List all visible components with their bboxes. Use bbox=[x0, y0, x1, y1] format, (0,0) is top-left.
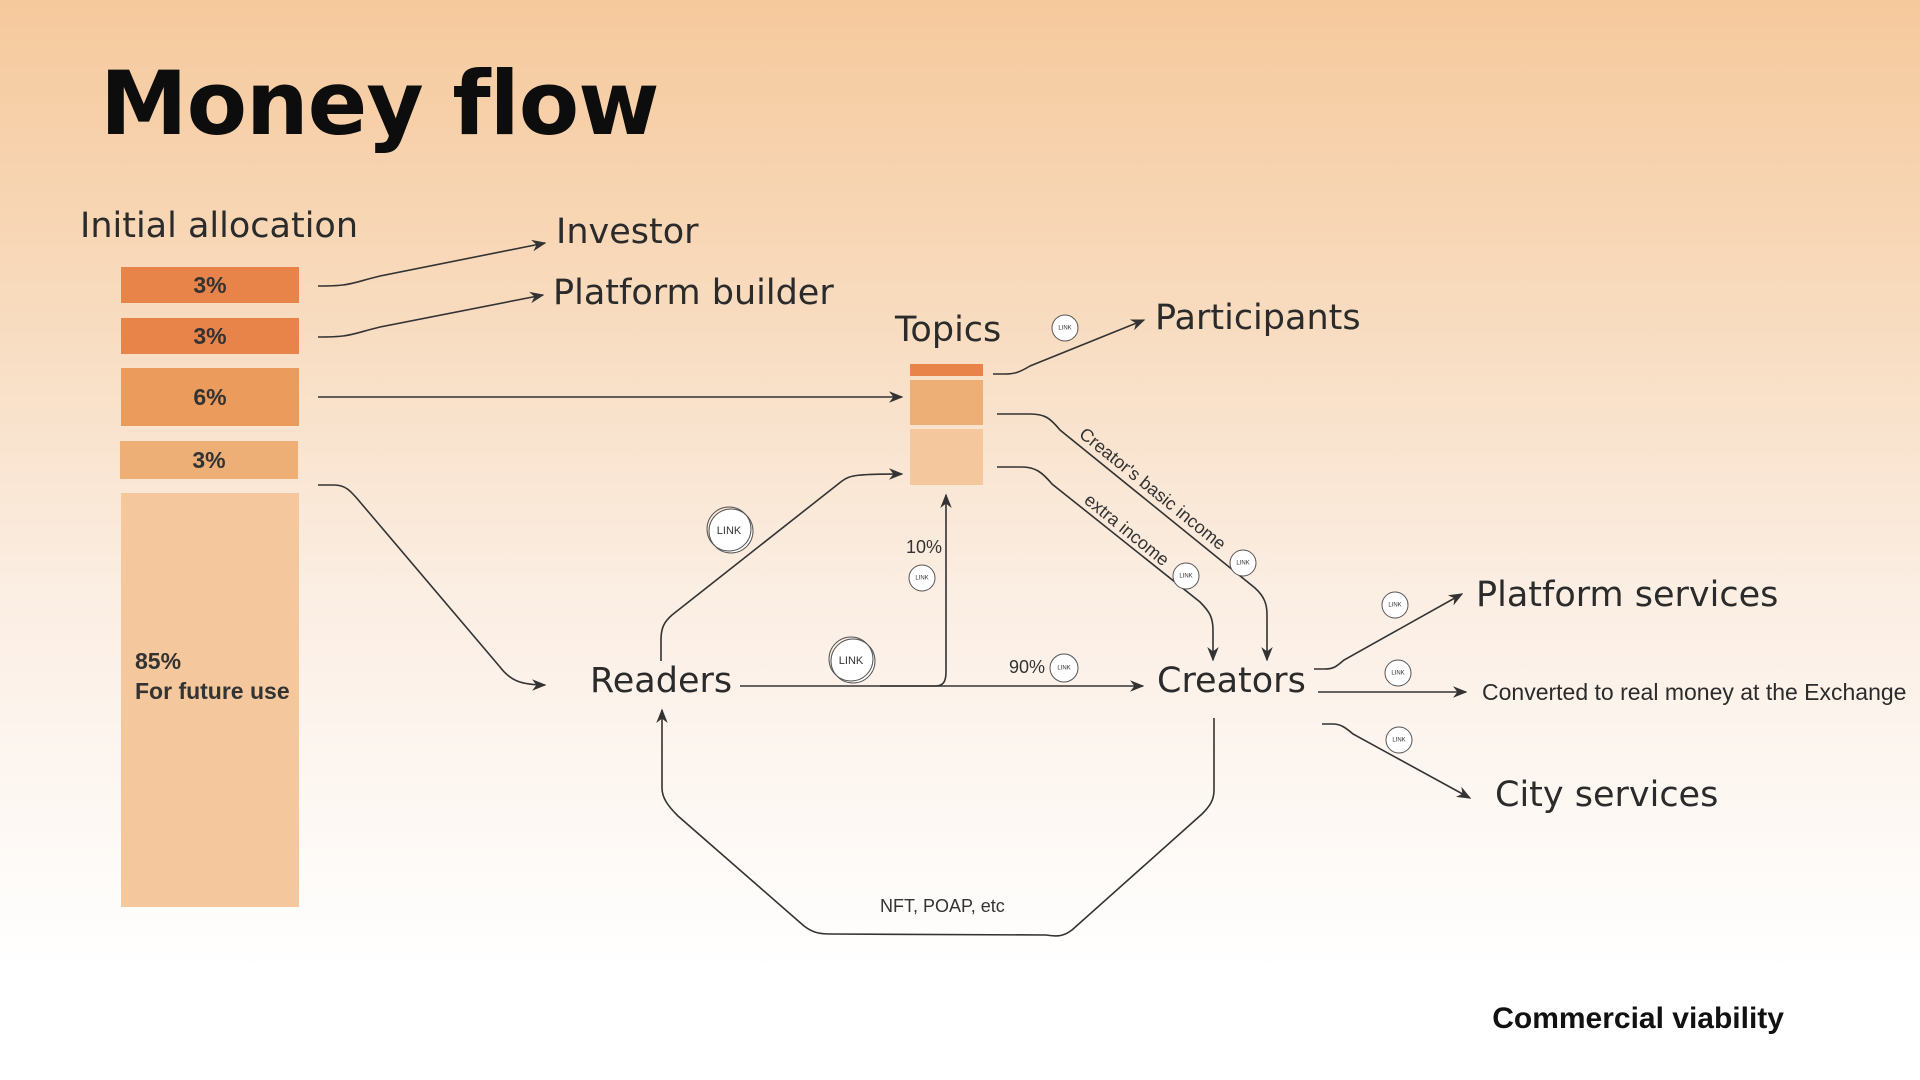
link-token-icon bbox=[1384, 659, 1412, 687]
allocation-bar-label: 6% bbox=[193, 383, 227, 410]
arrow-basic-income bbox=[997, 413, 1273, 662]
allocation-bar-label: 3% bbox=[193, 271, 227, 298]
node-platform-services: Platform services bbox=[1476, 575, 1779, 615]
link-token-label: LINK bbox=[1058, 326, 1071, 332]
link-token-label: LINK bbox=[839, 655, 864, 667]
flow-label-basic-income: Creator's basic income bbox=[1075, 424, 1229, 554]
allocation-bar-investor: 3% bbox=[121, 267, 299, 303]
arrow-to-city-services bbox=[1322, 723, 1472, 799]
topics-stack-middle bbox=[910, 380, 983, 425]
link-token-label: LINK bbox=[1057, 666, 1070, 672]
link-token-label: LINK bbox=[717, 525, 742, 537]
topics-stack-top bbox=[910, 364, 983, 376]
allocation-bar-label: 3% bbox=[193, 322, 227, 349]
allocation-bar-sublabel: For future use bbox=[135, 678, 290, 704]
link-token-label: LINK bbox=[1388, 603, 1401, 609]
link-token-icon bbox=[1385, 726, 1413, 754]
arrow-to-platform-builder bbox=[317, 291, 545, 338]
arrow-ten-percent bbox=[880, 493, 952, 687]
node-platform-builder: Platform builder bbox=[553, 273, 834, 313]
link-token-icon bbox=[1049, 653, 1079, 683]
link-token-icon bbox=[828, 636, 876, 684]
link-token-label: LINK bbox=[915, 576, 928, 582]
link-token-label: LINK bbox=[1391, 671, 1404, 677]
flow-label-ten-percent: 10% bbox=[906, 537, 942, 557]
node-creators: Creators bbox=[1157, 661, 1306, 701]
node-topics: Topics bbox=[895, 310, 1002, 350]
arrow-extra-income bbox=[997, 466, 1219, 662]
flow-label-ninety-percent: 90% bbox=[1009, 657, 1045, 677]
arrow-nft-to-readers bbox=[656, 708, 1215, 937]
allocation-bar-topics: 6% bbox=[121, 368, 299, 426]
footer-label: Commercial viability bbox=[1492, 1002, 1784, 1035]
arrow-readers-to-topics bbox=[660, 468, 904, 661]
topics-stack-bottom bbox=[910, 429, 983, 485]
allocation-bar-label: 3% bbox=[192, 446, 226, 473]
allocation-heading: Initial allocation bbox=[80, 206, 359, 246]
link-token-icon bbox=[706, 506, 754, 554]
node-participants: Participants bbox=[1155, 298, 1361, 338]
link-token-icon bbox=[1051, 314, 1079, 342]
link-token-label: LINK bbox=[1179, 574, 1192, 580]
allocation-bar-label: 85% bbox=[135, 648, 182, 674]
page-title: Money flow bbox=[100, 52, 660, 155]
allocation-bar-future: 85% For future use bbox=[121, 493, 299, 907]
link-token-icon bbox=[1172, 562, 1200, 590]
allocation-bar-readers: 3% bbox=[120, 441, 298, 479]
link-token-icon bbox=[908, 564, 936, 592]
link-token-label: LINK bbox=[1236, 561, 1249, 567]
link-token-label: LINK bbox=[1392, 738, 1405, 744]
node-city-services: City services bbox=[1495, 775, 1719, 815]
node-exchange: Converted to real money at the Exchange bbox=[1482, 679, 1907, 705]
node-readers: Readers bbox=[590, 661, 733, 701]
arrow-topics-to-participants bbox=[993, 319, 1146, 375]
arrow-to-platform-services bbox=[1314, 593, 1464, 670]
node-investor: Investor bbox=[556, 212, 699, 252]
flow-label-nft: NFT, POAP, etc bbox=[880, 896, 1005, 916]
arrow-to-investor bbox=[317, 239, 547, 287]
link-token-icon bbox=[1381, 591, 1409, 619]
link-token-icon bbox=[1229, 549, 1257, 577]
arrow-to-readers bbox=[318, 484, 547, 691]
allocation-bar-platform-builder: 3% bbox=[121, 318, 299, 354]
